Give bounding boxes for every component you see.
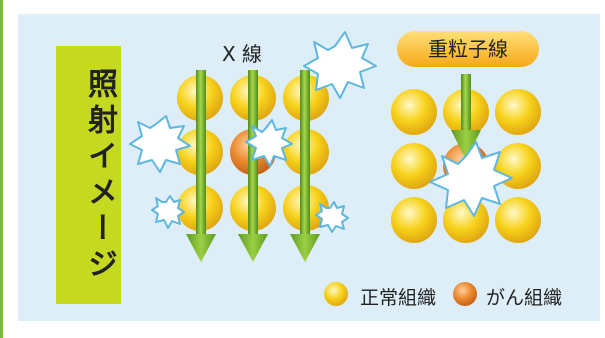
normal-cell — [391, 143, 437, 189]
beam-arrow-icon — [451, 74, 481, 160]
normal-cell — [391, 89, 437, 135]
legend-cancer-label: がん組織 — [486, 287, 563, 309]
starburst-icon — [429, 141, 513, 217]
xray-title: X 線 — [222, 42, 263, 66]
legend-normal-label: 正常組織 — [360, 287, 437, 309]
normal-cell — [495, 89, 541, 135]
legend-normal-swatch — [324, 282, 348, 306]
starburst-icon — [245, 119, 293, 167]
beam-arrow-icon — [186, 70, 216, 262]
normal-cell — [391, 197, 437, 243]
irradiation-image-text: 照射イメージ — [82, 68, 117, 284]
beam-arrow-icon — [238, 70, 268, 262]
starburst-icon — [151, 195, 185, 229]
legend-cancer-swatch — [453, 282, 477, 306]
xray-beams — [186, 70, 320, 262]
xray-damage-bursts — [129, 31, 377, 233]
starburst-icon — [315, 201, 349, 233]
heavy-ion-beam — [451, 74, 481, 160]
heavy-ion-badge: 重粒子線 — [397, 31, 539, 67]
beam-arrow-icon — [290, 70, 320, 262]
starburst-icon — [129, 115, 191, 173]
left-accent-bar — [0, 0, 3, 338]
starburst-icon — [303, 31, 377, 99]
irradiation-image-label: 照射イメージ — [56, 46, 121, 304]
normal-cell — [495, 197, 541, 243]
